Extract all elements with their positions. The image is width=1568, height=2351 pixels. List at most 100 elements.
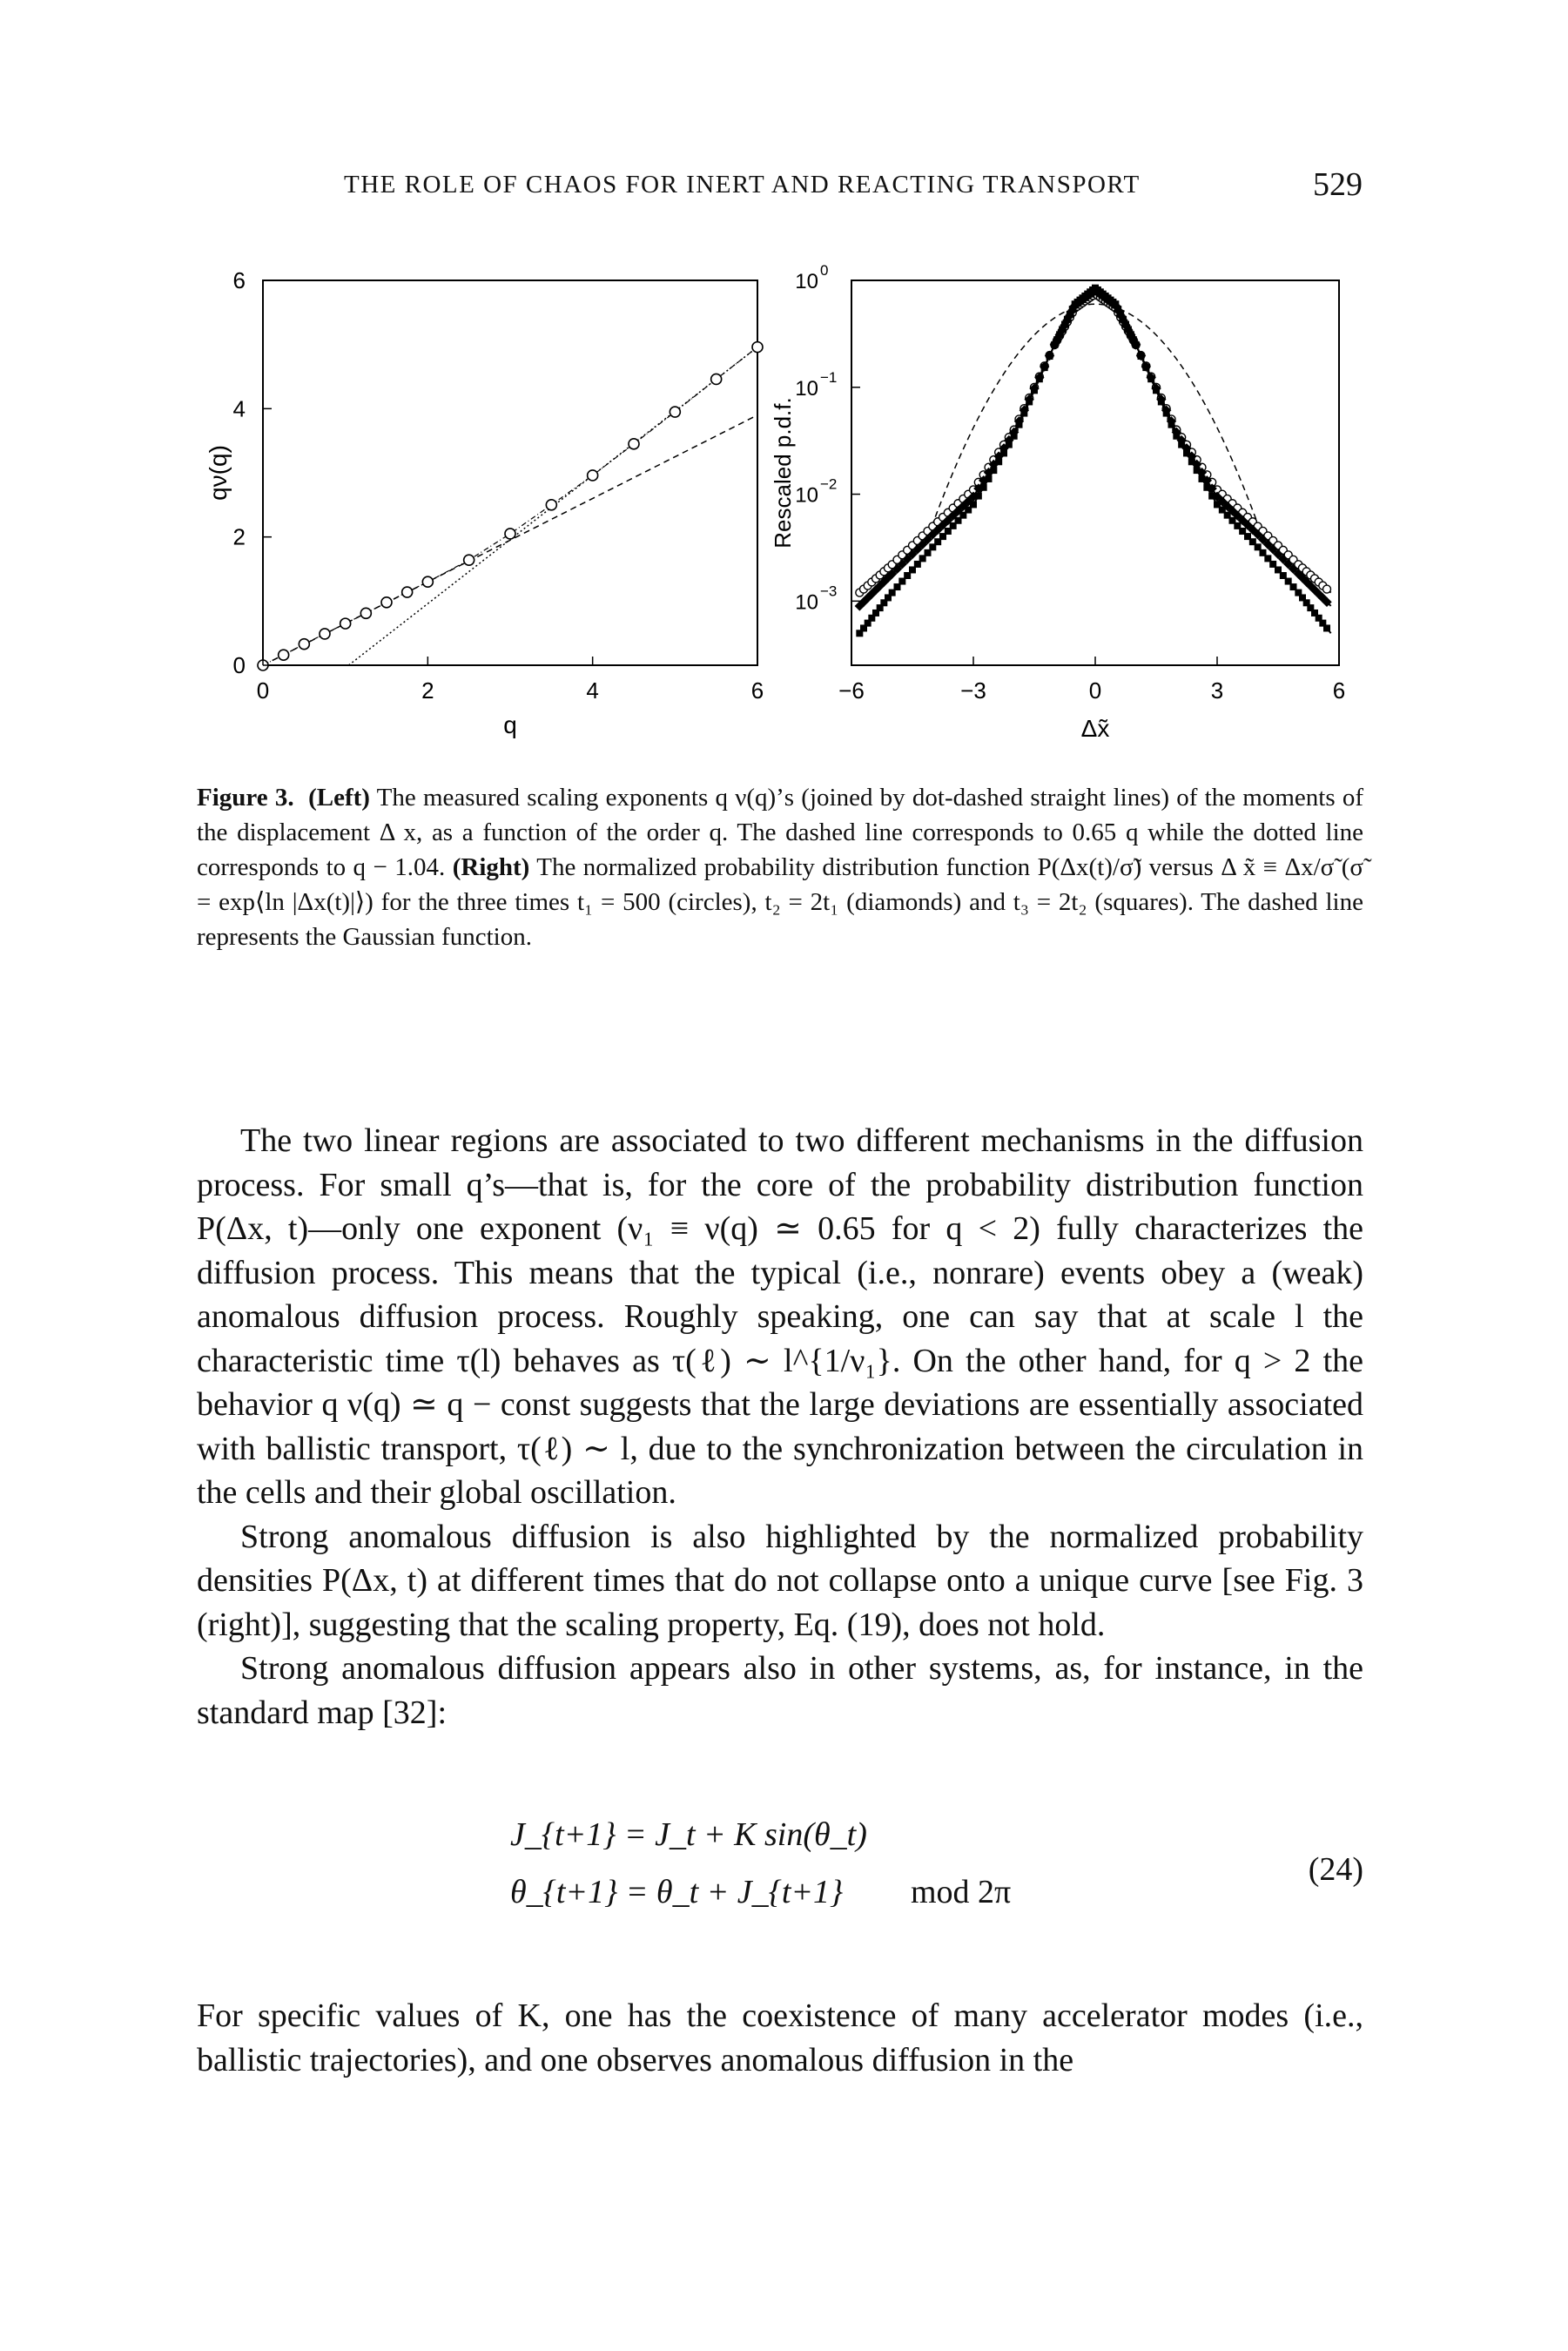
pdf-marker-square [1228, 516, 1236, 524]
pdf-marker-square [1010, 432, 1018, 440]
pdf-marker-diamond [963, 496, 973, 507]
pdf-marker-square [1005, 441, 1013, 448]
paragraph-1: The two linear regions are associated to… [197, 1122, 1363, 1511]
left-data-point [421, 576, 434, 589]
pdf-marker-square [1178, 441, 1186, 448]
pdf-marker-diamond [1322, 596, 1332, 608]
pdf-marker-diamond [892, 563, 903, 575]
pdf-marker-square [1208, 492, 1216, 500]
pdf-marker-square [1147, 375, 1155, 383]
right-y-tick-base: 10 [795, 590, 818, 614]
pdf-marker-square [1122, 320, 1129, 328]
right-x-tick-label: 3 [1211, 677, 1223, 704]
left-y-tick-label: 2 [233, 524, 246, 550]
right-xlabel: Δx̃ [1081, 715, 1110, 742]
right-ylabel: Rescaled p.d.f. [770, 397, 796, 548]
pdf-marker-diamond [938, 520, 948, 530]
pdf-marker-square [1168, 421, 1175, 428]
left-data-point [360, 607, 373, 620]
pdf-marker-square [1264, 555, 1272, 562]
pdf-marker-square [864, 619, 871, 627]
pdf-marker-square [1142, 364, 1150, 372]
pdf-marker-circle [1322, 584, 1332, 594]
pdf-marker-diamond [1268, 544, 1278, 555]
pdf-marker-square [1284, 577, 1292, 585]
left-data-point [319, 628, 331, 640]
caption-right-tag: (Right) [452, 853, 530, 881]
pdf-marker-square [974, 492, 982, 500]
pdf-marker-square [1114, 306, 1122, 313]
left-data-point [339, 617, 352, 630]
pdf-marker-square [888, 589, 896, 596]
left-reference-line-dashed [262, 414, 758, 666]
right-x-tick-label: 0 [1089, 677, 1101, 704]
pdf-marker-square [1059, 326, 1067, 333]
pdf-marker-square [1056, 331, 1064, 339]
left-data-point [400, 586, 414, 598]
pdf-marker-square [990, 467, 998, 475]
pdf-marker-diamond [1242, 520, 1253, 530]
pdf-marker-square [1173, 432, 1181, 440]
pdf-marker-square [1020, 409, 1028, 417]
left-data-point [277, 649, 290, 662]
pdf-marker-square [1061, 320, 1068, 328]
right-plot-frame [851, 280, 1340, 666]
left-xlabel: q [503, 711, 517, 738]
pdf-marker-square [959, 511, 967, 519]
left-data-point [628, 438, 640, 450]
running-title: THE ROLE OF CHAOS FOR INERT AND REACTING… [344, 171, 1141, 199]
pdf-marker-square [1127, 331, 1134, 339]
pdf-marker-diamond [1288, 563, 1299, 575]
pdf-marker-square [904, 571, 912, 579]
pdf-marker-square [1157, 398, 1165, 406]
left-data-point [710, 373, 723, 386]
left-reference-line-dotted [347, 347, 758, 666]
left-data-point [298, 637, 311, 650]
pdf-marker-square [872, 609, 879, 616]
left-data-point [380, 596, 393, 609]
pdf-marker-diamond [932, 524, 943, 536]
pdf-marker-square [1183, 449, 1190, 457]
pdf-marker-square [1319, 619, 1327, 627]
caption-part2: The normalized probability distribution … [197, 853, 1364, 951]
pdf-marker-square [856, 630, 864, 637]
pdf-marker-square [970, 501, 977, 509]
pdf-marker-square [1129, 336, 1137, 344]
right-y-tick-exponent: 0 [820, 262, 828, 279]
body-text: The two linear regions are associated to… [197, 1119, 1363, 1735]
right-y-tick-exponent: −3 [820, 583, 837, 599]
pdf-marker-diamond [1257, 534, 1269, 545]
page-number: 529 [1313, 166, 1363, 203]
pdf-marker-square [944, 527, 952, 535]
pdf-marker-square [1239, 527, 1247, 535]
pdf-marker-square [1279, 571, 1287, 579]
pdf-marker-square [913, 560, 921, 568]
pdf-marker-diamond [1273, 549, 1283, 560]
pdf-marker-diamond [917, 539, 928, 549]
pdf-marker-square [1068, 306, 1076, 313]
pdf-curve-diamond [858, 289, 1332, 607]
pdf-marker-square [1193, 467, 1201, 475]
left-data-point [586, 469, 599, 482]
pdf-marker-square [919, 555, 926, 562]
pdf-marker-square [1269, 560, 1277, 568]
gaussian-curve [924, 303, 1267, 547]
pdf-marker-square [985, 475, 993, 482]
pdf-marker-square [1053, 336, 1061, 344]
pdf-marker-square [868, 614, 876, 622]
figure-caption: Figure 3. (Left) The measured scaling ex… [197, 780, 1363, 954]
pdf-marker-square [1295, 589, 1302, 596]
pdf-marker-diamond [886, 569, 898, 579]
paragraph-4: For specific values of K, one has the co… [197, 1997, 1363, 2078]
pdf-marker-square [1218, 506, 1226, 514]
pdf-marker-square [1120, 315, 1127, 323]
pdf-marker-square [1275, 566, 1282, 574]
pdf-marker-diamond [1217, 496, 1228, 507]
pdf-marker-square [939, 533, 946, 541]
pdf-marker-square [1307, 604, 1315, 612]
pdf-marker-square [885, 594, 892, 602]
pdf-marker-square [1223, 511, 1231, 519]
pdf-marker-square [1299, 594, 1306, 602]
pdf-marker-diamond [927, 529, 939, 540]
